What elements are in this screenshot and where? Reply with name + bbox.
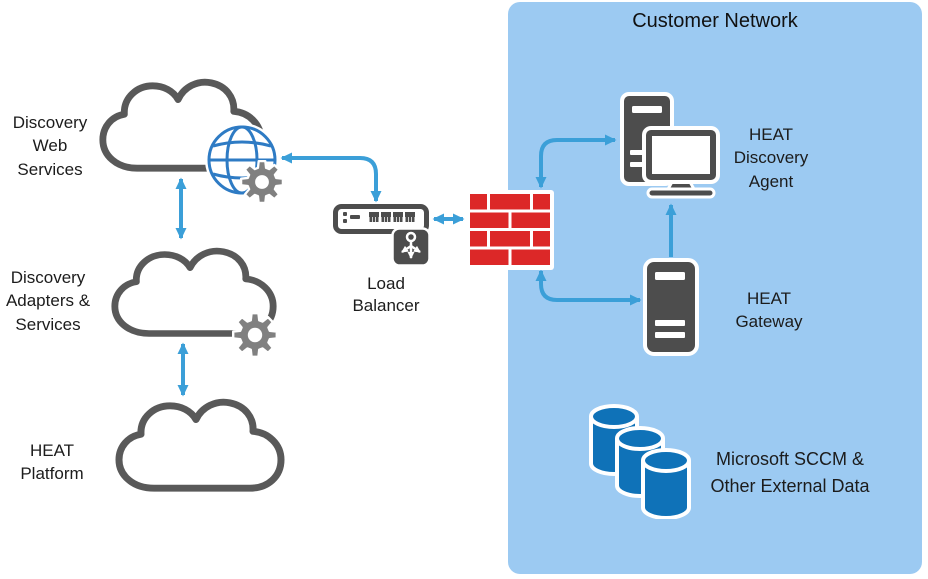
arrow-firewall-discovery-agent [535, 134, 617, 189]
arrow-webservices-loadbalancer [280, 152, 382, 203]
label-discovery-adapters-services: Discovery Adapters & Services [5, 268, 91, 334]
label-heat-platform: HEAT Platform [20, 441, 84, 484]
label-load-balancer: Load Balancer [352, 274, 420, 316]
load-balancer-icon [391, 227, 431, 267]
database-stack-icon [589, 404, 691, 519]
customer-network-title: Customer Network [632, 10, 798, 32]
gear-icon [239, 159, 285, 205]
server-tower-icon [643, 258, 699, 356]
label-heat-discovery-agent: HEAT Discovery Agent [733, 125, 809, 191]
label-external-data: Microsoft SCCM & Other External Data [710, 449, 870, 496]
label-heat-gateway: HEAT Gateway [735, 289, 803, 332]
firewall-icon [466, 190, 554, 270]
arrow-firewall-gateway [535, 269, 642, 306]
label-discovery-web-services: Discovery Web Services [12, 113, 88, 179]
network-switch-icon [333, 204, 429, 234]
desktop-computer-icon [620, 92, 720, 199]
gear-icon [232, 312, 278, 358]
cloud-icon [112, 398, 288, 496]
